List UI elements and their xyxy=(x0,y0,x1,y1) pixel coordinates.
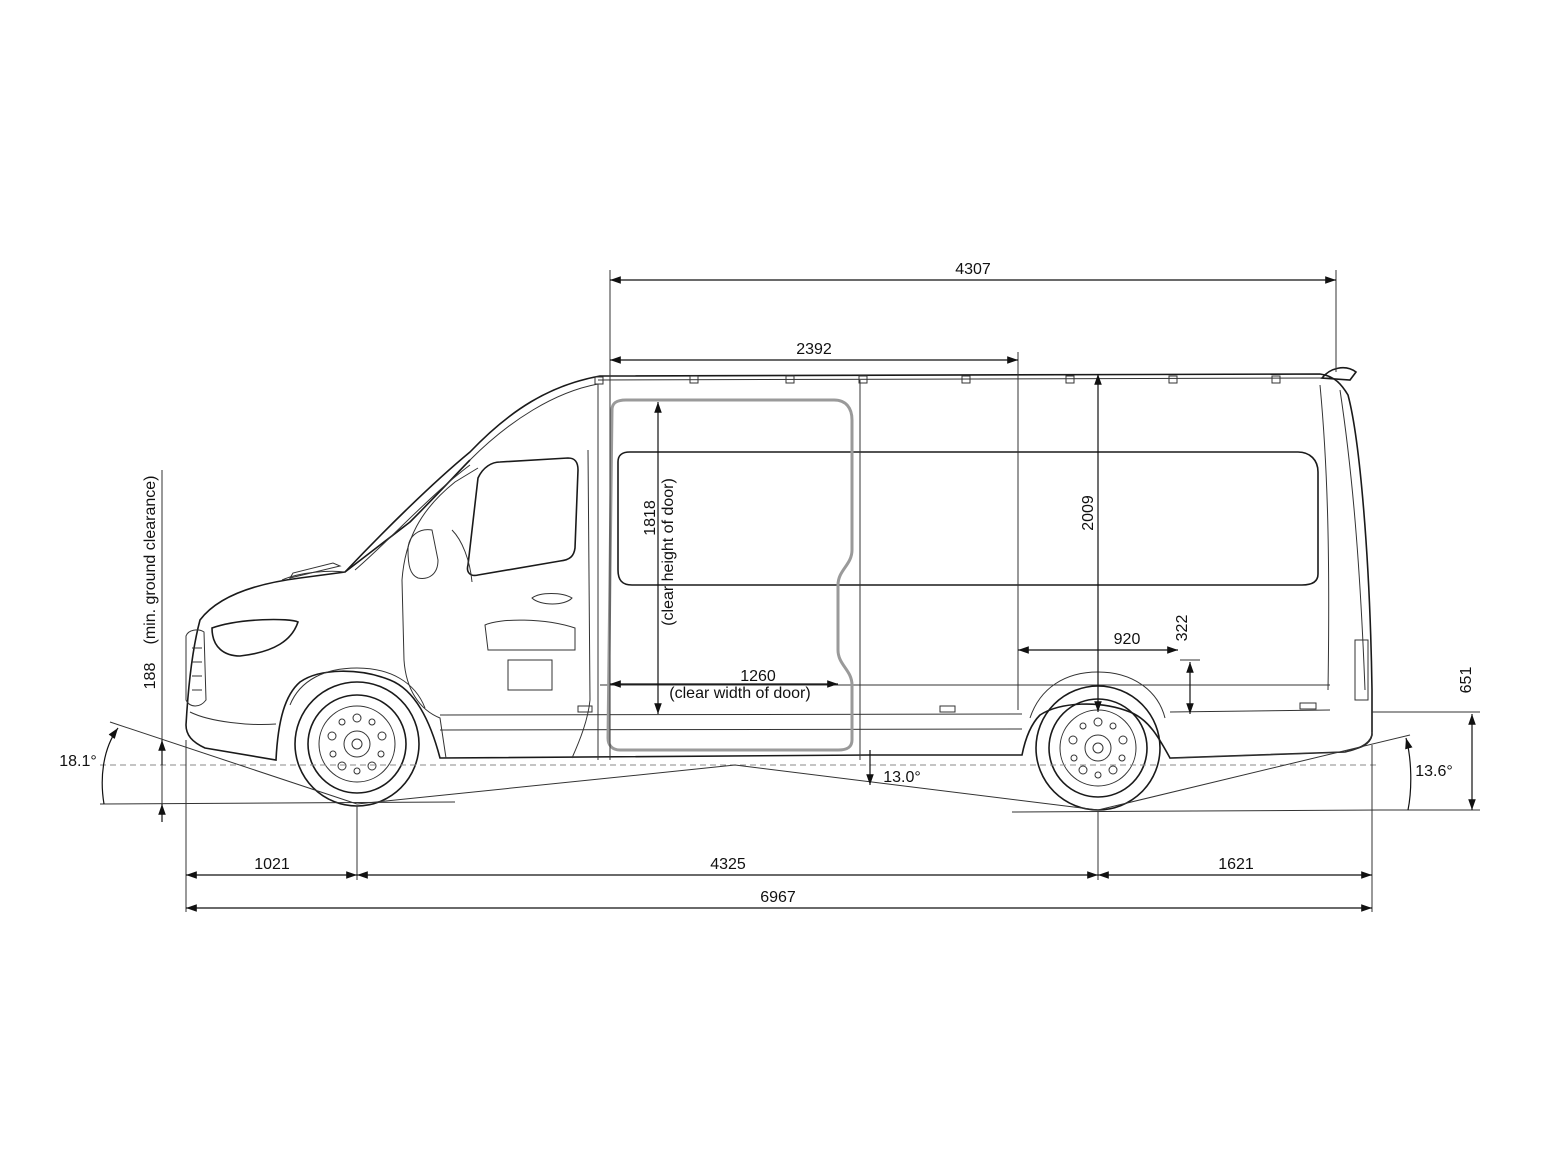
dim-interior-height: 2009 xyxy=(1080,495,1097,531)
dim-wheelbase: 4325 xyxy=(710,856,746,873)
dim-roof-length: 2392 xyxy=(796,341,832,358)
dim-door-height: 1818 xyxy=(642,500,659,536)
angle-ramp: 13.0° xyxy=(883,769,921,786)
dim-wheel-arch-height: 322 xyxy=(1174,615,1191,642)
dim-door-width: 1260 xyxy=(740,668,776,685)
dim-ground-clearance-note: (min. ground clearance) xyxy=(142,476,159,645)
dim-load-length: 4307 xyxy=(955,261,991,278)
van-outline xyxy=(185,366,1373,761)
dim-door-width-note: (clear width of door) xyxy=(669,685,810,702)
dim-wheel-arch-length: 920 xyxy=(1114,631,1141,648)
dim-rear-overhang: 1621 xyxy=(1218,856,1254,873)
dim-front-overhang: 1021 xyxy=(254,856,290,873)
dim-door-height-note: (clear height of door) xyxy=(660,478,677,626)
sliding-door-opening xyxy=(606,398,854,752)
angle-approach: 18.1° xyxy=(59,753,97,770)
dimension-lines xyxy=(158,270,1480,912)
ground-and-angle-lines xyxy=(99,721,1480,813)
angle-departure: 13.6° xyxy=(1415,763,1453,780)
dim-load-sill-height: 651 xyxy=(1458,667,1475,694)
dim-overall-length: 6967 xyxy=(760,889,796,906)
dim-ground-clearance: 188 xyxy=(142,663,159,690)
